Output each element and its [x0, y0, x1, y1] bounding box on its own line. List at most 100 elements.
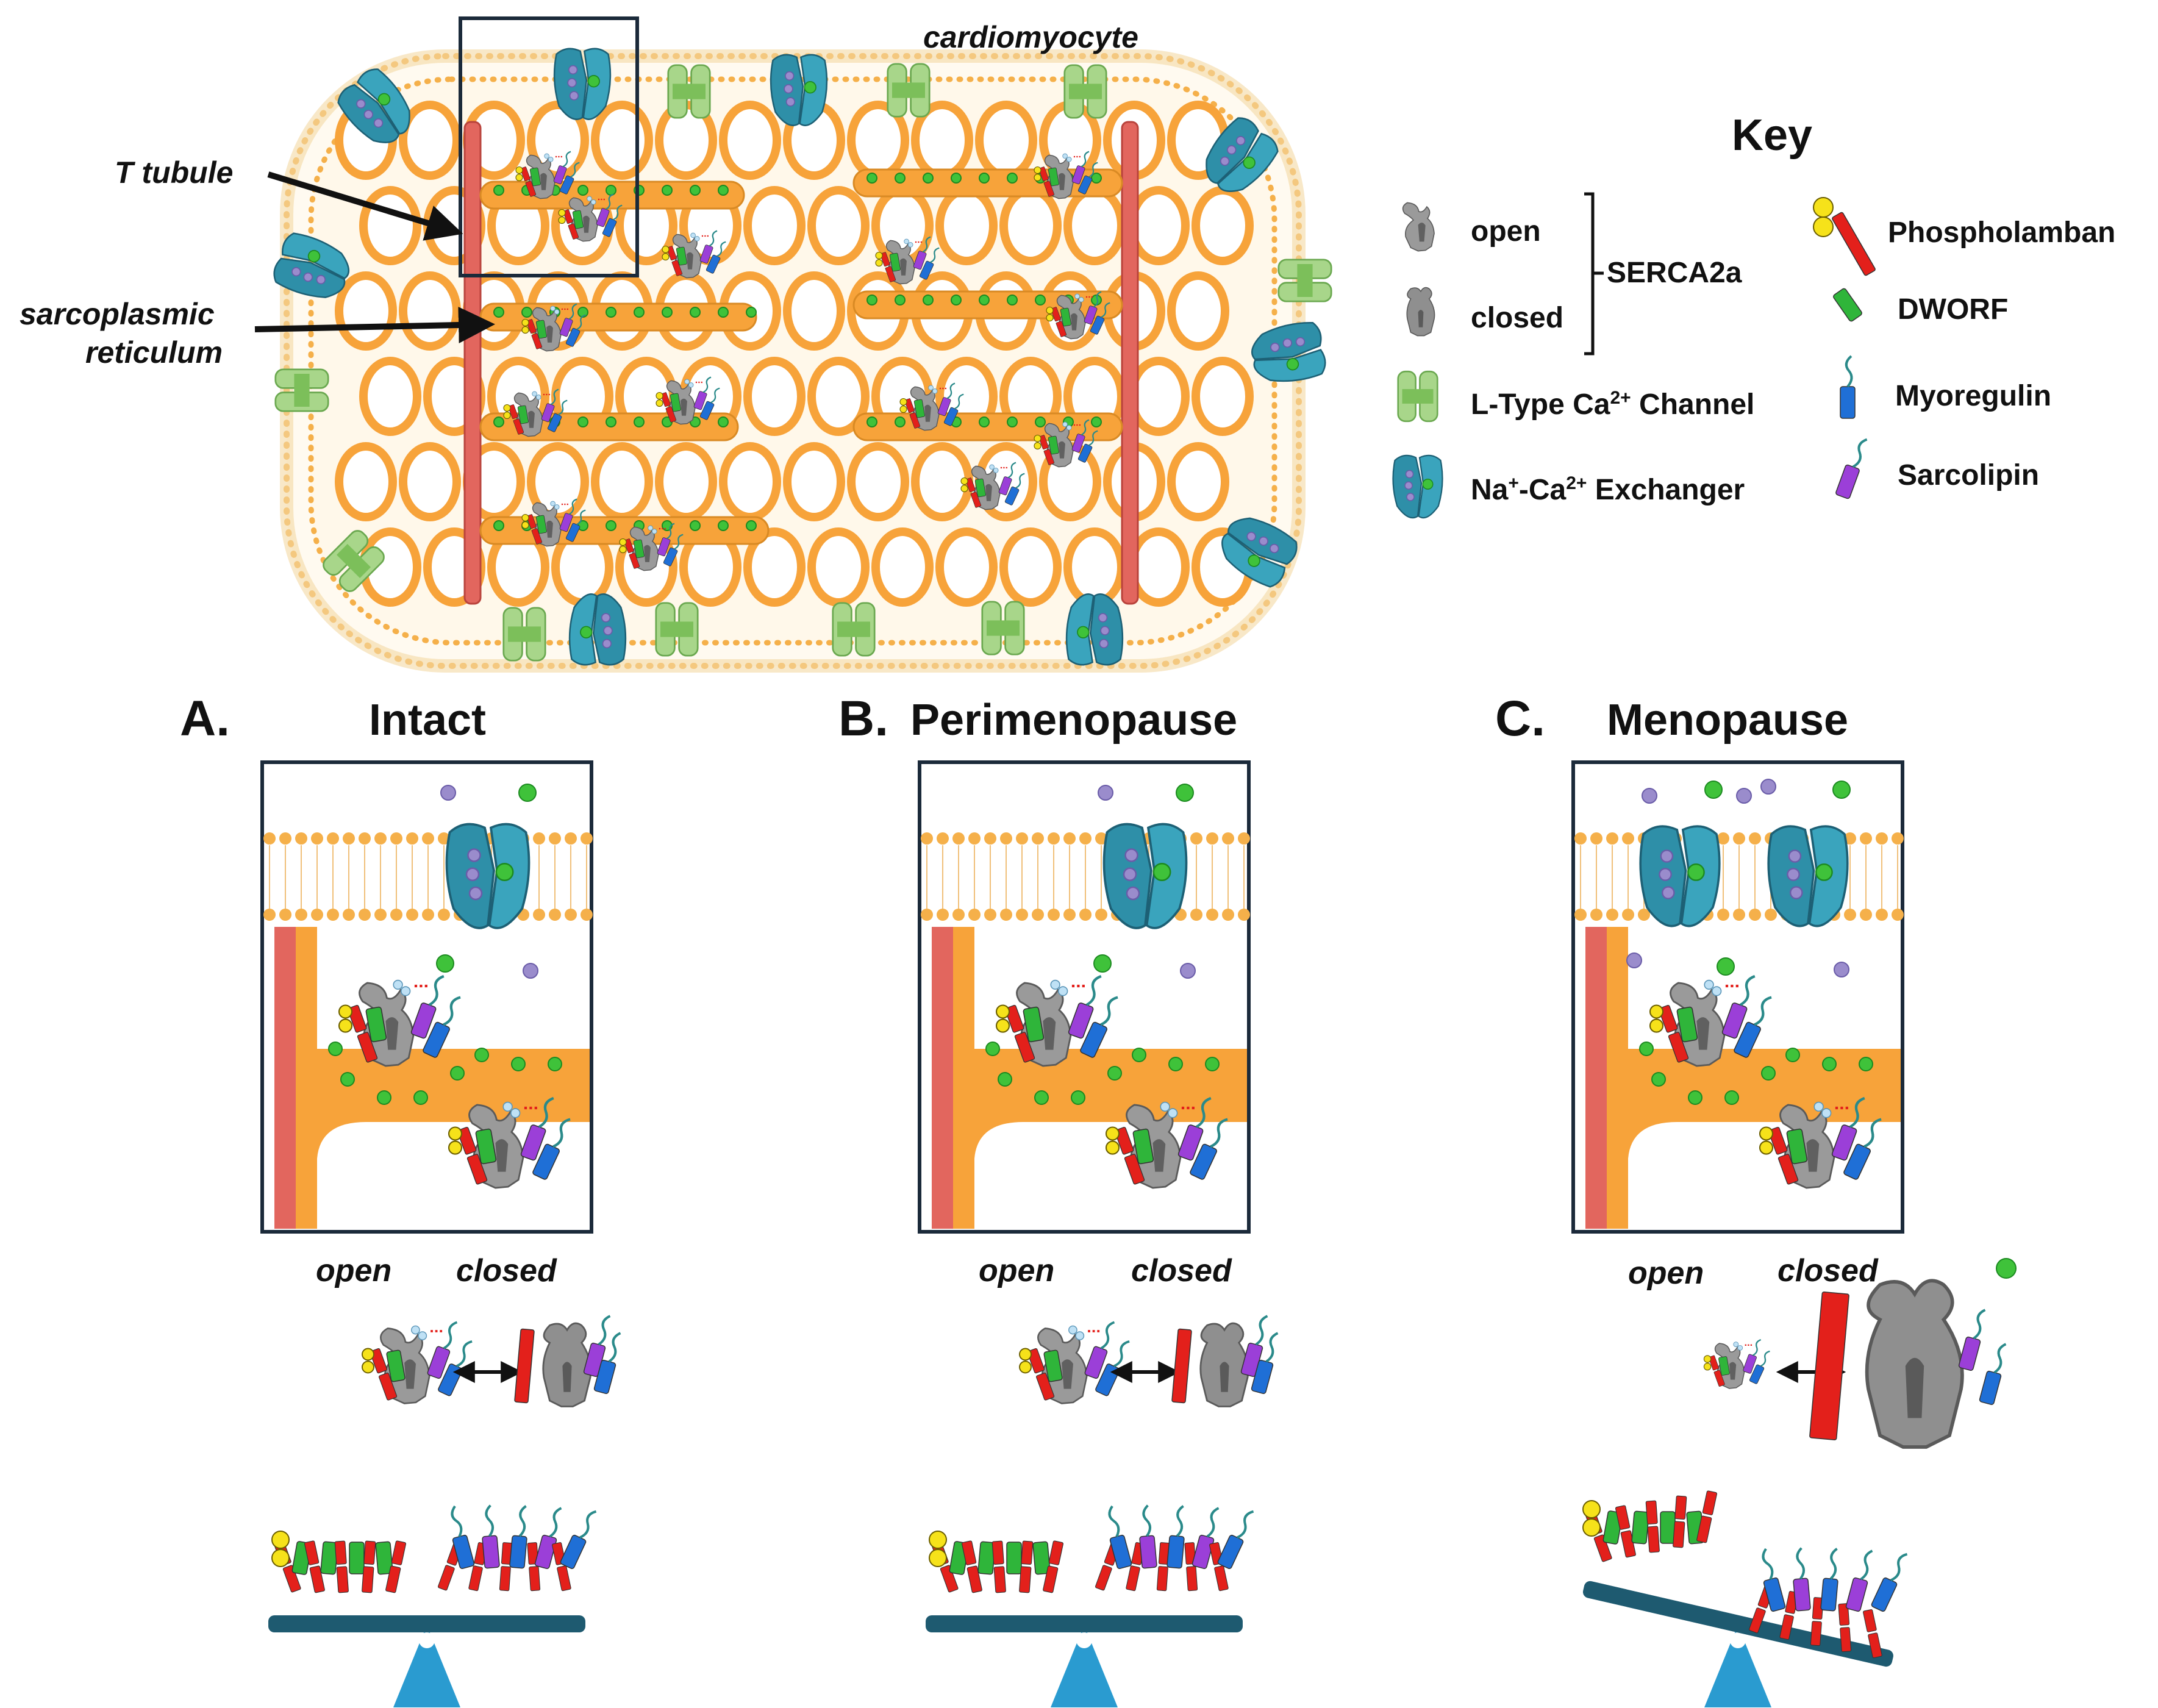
myoregulin-icon-tail [552, 1118, 571, 1148]
plb-segment [466, 1154, 488, 1185]
sodium-ion [303, 272, 313, 282]
sarcolipin-icon-tail [1752, 1338, 1762, 1356]
myoregulin-icon [1762, 1548, 1786, 1612]
sarcolipin-icon-body [937, 397, 951, 416]
nucleotide-icon [550, 306, 556, 312]
sarcolipin-icon-tail [1007, 462, 1016, 479]
lipid-head [565, 909, 577, 921]
myoregulin-icon-body [1090, 315, 1105, 335]
dworf-icon-body [974, 478, 986, 498]
sarcolipin-icon-body [427, 1346, 451, 1379]
calcium-ion [1168, 1057, 1183, 1071]
lipid-head [921, 832, 933, 845]
nucleotide-icon [1058, 986, 1068, 996]
dworf-icon-body [535, 320, 547, 339]
key-phospholamban-icon [1832, 212, 1876, 276]
lipid-head [1238, 832, 1250, 845]
sr-lumen-cell [1127, 357, 1190, 436]
nucleotide-icon [590, 199, 596, 205]
l-type-channel-icon [981, 601, 1025, 656]
nucleotide-icon [1062, 421, 1068, 427]
sodium-ion [1246, 532, 1256, 541]
nucleotide-icon [1078, 297, 1084, 302]
sr-lumen-cell [591, 442, 653, 521]
serca-pore [546, 325, 553, 343]
nucleotide-icon [993, 468, 999, 473]
plb-segment [1095, 1565, 1112, 1591]
sr-lumen-cell [719, 101, 781, 180]
sodium-ion [1270, 342, 1280, 352]
myoregulin-icon-tail [930, 247, 940, 263]
phosphorylation-site [362, 1348, 374, 1361]
sr-lumen-cell [1192, 357, 1254, 436]
nucleotide-icon [1066, 157, 1072, 162]
serca-pore [1059, 173, 1065, 190]
sarcolipin-icon-body [1177, 1124, 1204, 1161]
key-dworf-icon [1833, 288, 1862, 322]
calcium-ion [1688, 1090, 1702, 1105]
sodium-ion [1626, 952, 1642, 968]
myoregulin-icon-tail [443, 996, 461, 1026]
serca-pore [1059, 441, 1065, 459]
sarcolipin-icon-tail [1085, 974, 1102, 1006]
phosphorylation-site [1813, 216, 1834, 237]
serca-regulator-complex [503, 388, 568, 437]
panel-b [918, 760, 1279, 1707]
calcium-ion [1687, 863, 1705, 881]
phosphorylation-site [1649, 1004, 1664, 1019]
sarcolipin-icon [410, 974, 445, 1039]
ncx-exchanger-icon [1065, 593, 1124, 666]
calcium-ion [493, 185, 504, 196]
phosphorylation-site [521, 318, 529, 327]
lipid-head [1222, 909, 1234, 921]
phosphorylation-site [1034, 174, 1041, 182]
calcium-ion [1132, 1048, 1146, 1062]
lipid-head [438, 909, 450, 921]
sarcolipin-icon-body [657, 537, 671, 557]
phosphorylation-site [875, 259, 883, 267]
t-tubule-left [463, 121, 482, 605]
nucleotide-icon [1737, 1345, 1743, 1351]
calcium-ion [548, 1057, 562, 1071]
sodium-ion [468, 886, 483, 901]
sarcolipin-icon-body [998, 476, 1012, 496]
calcium-ion [951, 295, 962, 306]
sodium-ion [1642, 788, 1657, 804]
plb-segment [334, 1540, 347, 1565]
calcium-ion [866, 295, 877, 306]
plb-segment [991, 1540, 1004, 1565]
plb-segment [885, 266, 896, 282]
nucleotide-icon [554, 504, 560, 510]
calcium-ion [1007, 295, 1018, 306]
l-type-core [1069, 84, 1102, 99]
phospholamban-icon [385, 1540, 407, 1593]
calcium-ion [340, 1072, 355, 1087]
sarcolipin-icon-tail [1093, 291, 1102, 308]
sodium-ion [1405, 470, 1414, 479]
sr-lumen-cell [399, 101, 461, 180]
calcium-ion [634, 416, 645, 427]
phosphorylation-site [271, 1531, 290, 1549]
cardiomyocyte-cell [273, 16, 1332, 673]
sarcolipin-icon-body [693, 391, 707, 410]
phosphorylation-site [338, 1004, 353, 1019]
calcium-ion [606, 520, 616, 531]
serca-pore [1152, 1139, 1166, 1172]
plb-segment [1838, 1603, 1850, 1626]
myoregulin-icon-tail [576, 509, 586, 526]
calcium-ion [377, 93, 391, 105]
myoregulin-icon-body [919, 260, 934, 280]
phosphorylation-site [1703, 1355, 1712, 1363]
phosphorylation-site [1813, 197, 1834, 218]
lipid-head [1095, 909, 1107, 921]
lipid-head [295, 832, 307, 845]
sarcolipin-icon-tail [538, 1096, 554, 1128]
nucleotide-icon [393, 979, 403, 990]
calcium-ion [1815, 863, 1833, 881]
serca-pore [1905, 1357, 1924, 1418]
lipid-head [311, 909, 323, 921]
serca-regulator-complex [1105, 1096, 1228, 1189]
calcium-ion [866, 173, 877, 184]
plb-segment [665, 406, 677, 423]
myoregulin-icon-tail [1210, 1118, 1228, 1148]
